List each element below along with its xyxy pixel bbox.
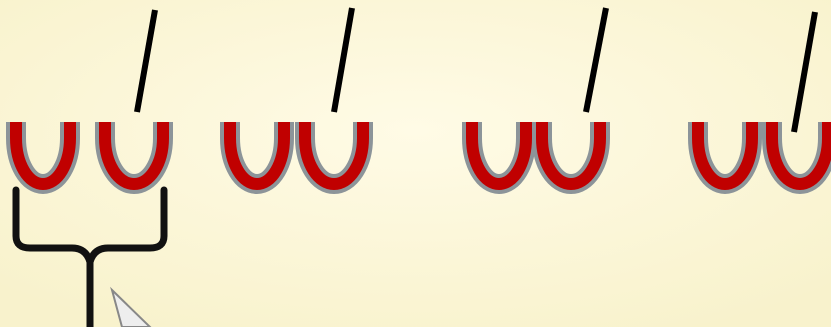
diagram-canvas [0,0,831,327]
